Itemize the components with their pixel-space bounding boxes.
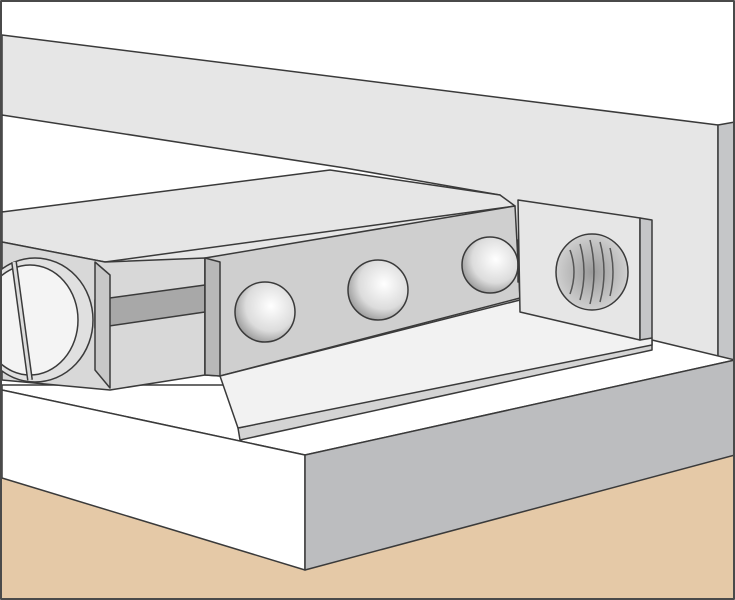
slide-bevel bbox=[94, 261, 111, 389]
adjusting-screw bbox=[0, 257, 94, 383]
gib-screw-3 bbox=[461, 236, 519, 294]
gib-plate-edge bbox=[204, 257, 221, 377]
gib-slot-floor bbox=[219, 299, 653, 429]
ground bbox=[2, 455, 735, 598]
end-block-side bbox=[639, 217, 653, 341]
gib-screw-2 bbox=[347, 259, 409, 321]
base-front-face bbox=[304, 359, 735, 571]
threaded-hole bbox=[555, 233, 629, 311]
upper-part-side bbox=[717, 121, 735, 363]
gib-screw-1 bbox=[234, 281, 296, 343]
